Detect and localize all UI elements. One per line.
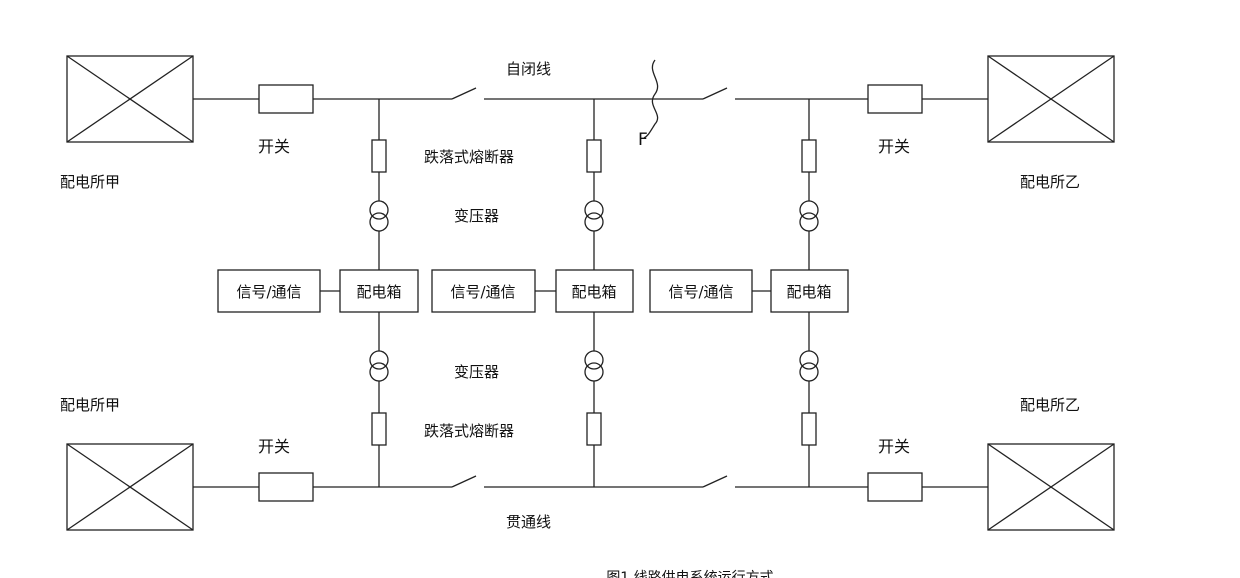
upper-switch-left xyxy=(258,84,314,114)
signal-comm-box-1 xyxy=(217,269,321,313)
substation-a-top-box xyxy=(66,55,194,143)
substation-a-label-top: 配电所甲 xyxy=(60,173,120,191)
transformer-lower-3-coil-a xyxy=(799,350,819,370)
upper-breaker-1 xyxy=(451,87,477,100)
upper-line-label: 自闭线 xyxy=(506,60,551,78)
substation-a-bottom-box xyxy=(66,443,194,531)
upper-breaker-2 xyxy=(702,87,728,100)
transformer-upper-2-coil-a xyxy=(584,200,604,220)
branch-2 xyxy=(431,99,634,487)
transformer-upper-3-coil-b xyxy=(799,212,819,232)
upper-switch-right xyxy=(867,84,923,114)
transformer-lower-1-coil-b xyxy=(369,362,389,382)
fault-label: F xyxy=(638,130,648,150)
lower-main-line xyxy=(193,472,988,502)
transformer-upper-1-coil-a xyxy=(369,200,389,220)
substation-a-label-bottom: 配电所甲 xyxy=(60,396,120,414)
substation-b-bottom-box xyxy=(987,443,1115,531)
fuse-lower-1 xyxy=(371,412,387,446)
fuse-upper-1 xyxy=(371,139,387,173)
substation-b-label-bottom: 配电所乙 xyxy=(1020,396,1080,414)
figure-caption: 图1 线路供电系统运行方式 xyxy=(606,570,773,578)
substation-b-top-box xyxy=(987,55,1115,143)
fuse-upper-3 xyxy=(801,139,817,173)
fuse-lower-3 xyxy=(801,412,817,446)
drop-fuse-label-upper: 跌落式熔断器 xyxy=(424,148,514,166)
transformer-lower-2-coil-b xyxy=(584,362,604,382)
fuse-lower-2 xyxy=(586,412,602,446)
distribution-box-label-1: 配电箱 xyxy=(356,283,401,301)
transformer-label-lower: 变压器 xyxy=(454,363,499,381)
lower-breaker-1 xyxy=(451,475,477,488)
switch-label-bottom-left: 开关 xyxy=(258,437,290,456)
lower-line-label: 贯通线 xyxy=(506,513,551,531)
switch-label-bottom-right: 开关 xyxy=(878,437,910,456)
fault-squiggle xyxy=(643,59,659,139)
signal-comm-label-3: 信号/通信 xyxy=(668,283,733,301)
transformer-lower-2-coil-a xyxy=(584,350,604,370)
fuse-upper-2 xyxy=(586,139,602,173)
signal-comm-label-1: 信号/通信 xyxy=(236,283,301,301)
lower-breaker-2 xyxy=(702,475,728,488)
branch-1 xyxy=(217,99,419,487)
distribution-box-label-2: 配电箱 xyxy=(571,283,616,301)
transformer-upper-2-coil-b xyxy=(584,212,604,232)
switch-label-top-left: 开关 xyxy=(258,137,290,156)
substation-b-label-top: 配电所乙 xyxy=(1020,173,1080,191)
drop-fuse-label-lower: 跌落式熔断器 xyxy=(424,422,514,440)
upper-main-line xyxy=(193,84,988,114)
branch-3 xyxy=(649,99,849,487)
transformer-label-upper: 变压器 xyxy=(454,207,499,225)
distribution-box-label-3: 配电箱 xyxy=(786,283,831,301)
lower-switch-left xyxy=(258,472,314,502)
signal-comm-box-2 xyxy=(431,269,536,313)
transformer-upper-3-coil-a xyxy=(799,200,819,220)
signal-comm-label-2: 信号/通信 xyxy=(450,283,515,301)
transformer-upper-1-coil-b xyxy=(369,212,389,232)
signal-comm-box-3 xyxy=(649,269,753,313)
lower-switch-right xyxy=(867,472,923,502)
switch-label-top-right: 开关 xyxy=(878,137,910,156)
transformer-lower-1-coil-a xyxy=(369,350,389,370)
transformer-lower-3-coil-b xyxy=(799,362,819,382)
